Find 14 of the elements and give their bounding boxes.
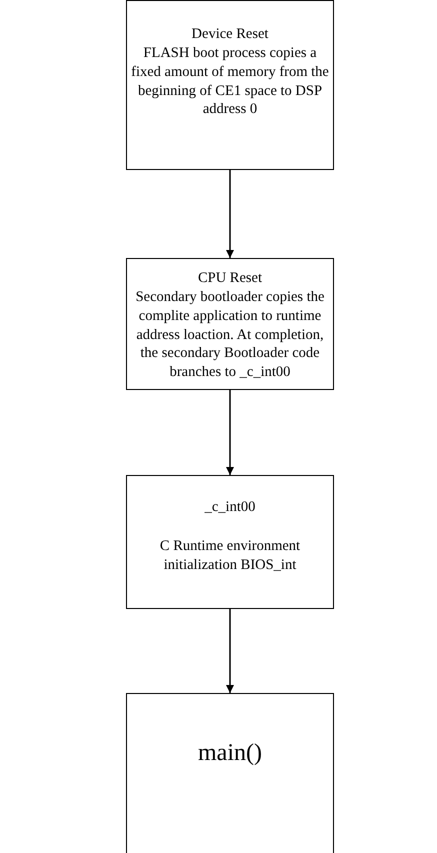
- arrow: [226, 609, 234, 693]
- box-heading: CPU Reset: [198, 269, 262, 288]
- box-heading: main(): [198, 739, 262, 768]
- process-box: [126, 475, 334, 609]
- arrow: [226, 170, 234, 258]
- box-description: Secondary bootloader copies the complite application to runtime address loaction. At completion, the secondary Bootloader code branches to _c_int00: [134, 288, 326, 382]
- box-description: C Runtime environment initialization BIOS_int: [158, 536, 302, 575]
- process-box: [126, 0, 334, 170]
- box-heading: _c_int00: [204, 498, 256, 517]
- process-box: [126, 693, 334, 853]
- process-box: [126, 258, 334, 390]
- box-heading: Device Reset: [192, 25, 268, 44]
- box-description: FLASH boot process copies a fixed amount of memory from the beginning of CE1 space to DSP address 0: [131, 44, 329, 120]
- arrow: [226, 390, 234, 475]
